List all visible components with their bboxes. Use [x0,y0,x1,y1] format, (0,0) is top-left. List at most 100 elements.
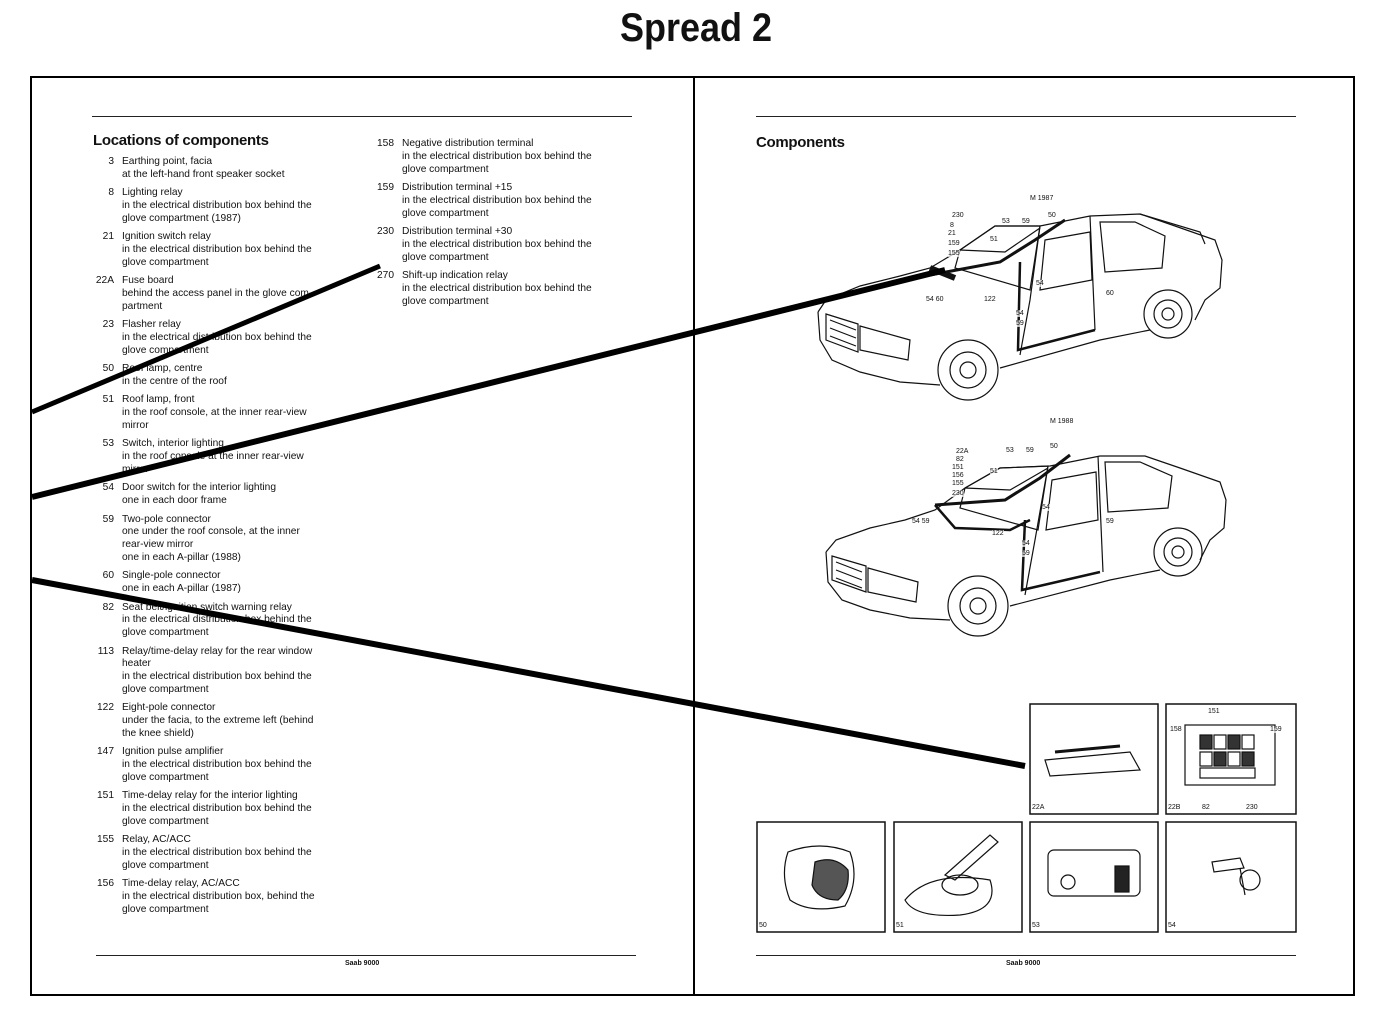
description-line: Fuse board [122,275,174,287]
callout-label: 158 [1170,726,1182,733]
description-line: glove compartment [122,815,209,827]
component-number: 21 [102,231,114,243]
left-page-heading: Locations of components [93,132,269,149]
component-number: 51 [102,394,114,406]
description-line: partment [122,300,163,312]
description-line: the knee shield) [122,727,194,739]
description-line: Single-pole connector [122,570,221,582]
component-number: 156 [97,878,114,890]
callout-label: 51 [990,468,998,475]
callout-label: 230 [1246,804,1258,811]
callout-label: 53 [1002,218,1010,225]
description-line: Ignition pulse amplifier [122,746,224,758]
description-line: Seat belt/ignition switch warning relay [122,601,292,613]
car1-year: M 1987 [1030,195,1054,202]
description-line: Shift-up indication relay [402,270,508,281]
callout-label: 50 [1048,212,1056,219]
component-number: 230 [377,226,394,237]
description-line: glove compartment (1987) [122,212,241,224]
callout-label: 82 [1202,804,1210,811]
callout-label: 51 [990,236,998,243]
description-line: glove compartment [402,251,489,263]
description-line: Relay/time-delay relay for the rear wind… [122,645,313,657]
panel-relay-box [1165,703,1297,815]
description-line: in the electrical distribution box behin… [402,150,592,162]
callout-label: 22A [956,448,969,455]
panel-roof-lamp-front [893,821,1023,933]
component-number: 159 [377,182,394,193]
panel-roof-lamp-centre [756,821,886,933]
description-line: in the centre of the roof [122,375,227,387]
callout-label: 22A [1032,804,1045,811]
callout-label: 53 [1032,922,1040,929]
component-number: 113 [97,645,114,657]
callout-label: 22B [1168,804,1181,811]
callout-label: 50 [1050,443,1058,450]
description-line: in the electrical distribution box behin… [122,671,312,683]
component-number: 59 [102,513,114,525]
car2-year: M 1988 [1050,418,1074,425]
callout-label: 122 [992,530,1004,537]
component-number: 23 [102,319,114,331]
callout-label: 155 [948,250,960,257]
callout-label: 122 [984,296,996,303]
left-top-rule [92,116,632,117]
component-number: 158 [377,138,394,149]
description-line: at the left-hand front speaker socket [122,168,285,180]
description-line: one in each A-pillar (1987) [122,583,241,595]
description-line: Two-pole connector [122,513,211,525]
callout-label: 156 [952,472,964,479]
callout-label: 151 [1208,708,1220,715]
description-line: Switch, interior lighting [122,438,224,450]
component-number: 60 [102,570,114,582]
description-line: rear-view mirror [122,539,194,551]
callout-label: 59 [1016,320,1024,327]
component-number: 50 [102,363,114,375]
callout-label: 54 60 [926,296,944,303]
description-line: Distribution terminal +30 [402,226,513,237]
callout-label: 59 [1106,518,1114,525]
description-line: Earthing point, facia [122,156,213,167]
description-line: under the facia, to the extreme left (be… [122,715,314,727]
description-line: glove compartment [122,683,209,695]
component-description: Time-delay relay for the interior lighti… [122,790,347,828]
description-line: glove compartment [122,771,209,783]
description-line: in the electrical distribution box behin… [122,331,312,343]
callout-label: 54 [1168,922,1176,929]
right-footer: Saab 9000 [1006,960,1041,967]
description-line: in the electrical distribution box behin… [122,614,312,626]
description-line: Flasher relay [122,319,181,331]
panel-fuse-board [1029,703,1159,815]
callout-label: 159 [1270,726,1282,733]
component-number: 22A [95,275,114,287]
callout-label: 230 [952,212,964,219]
callout-label: 21 [948,230,956,237]
left-footer: Saab 9000 [345,960,380,967]
description-line: one in each A-pillar (1988) [122,551,241,563]
callout-label: 54 [1016,310,1024,317]
callout-label: 8 [950,222,954,229]
callout-label: 59 [1022,550,1030,557]
car-illustration-1987 [817,213,1223,401]
panel-door-switch [1165,821,1297,933]
description-line: in the electrical distribution box, behi… [122,891,315,903]
spread-frame [30,76,1355,996]
callout-label: 59 [1026,447,1034,454]
description-line: Distribution terminal +15 [402,182,513,193]
description-line: in the roof console, at the inner rear-v… [122,407,307,419]
component-number: 53 [102,438,114,450]
leader-lines [31,263,1026,769]
callout-label: 54 59 [912,518,930,525]
description-line: mirror [122,419,149,431]
callout-label: 60 [1106,290,1114,297]
description-line: Ignition switch relay [122,231,211,243]
